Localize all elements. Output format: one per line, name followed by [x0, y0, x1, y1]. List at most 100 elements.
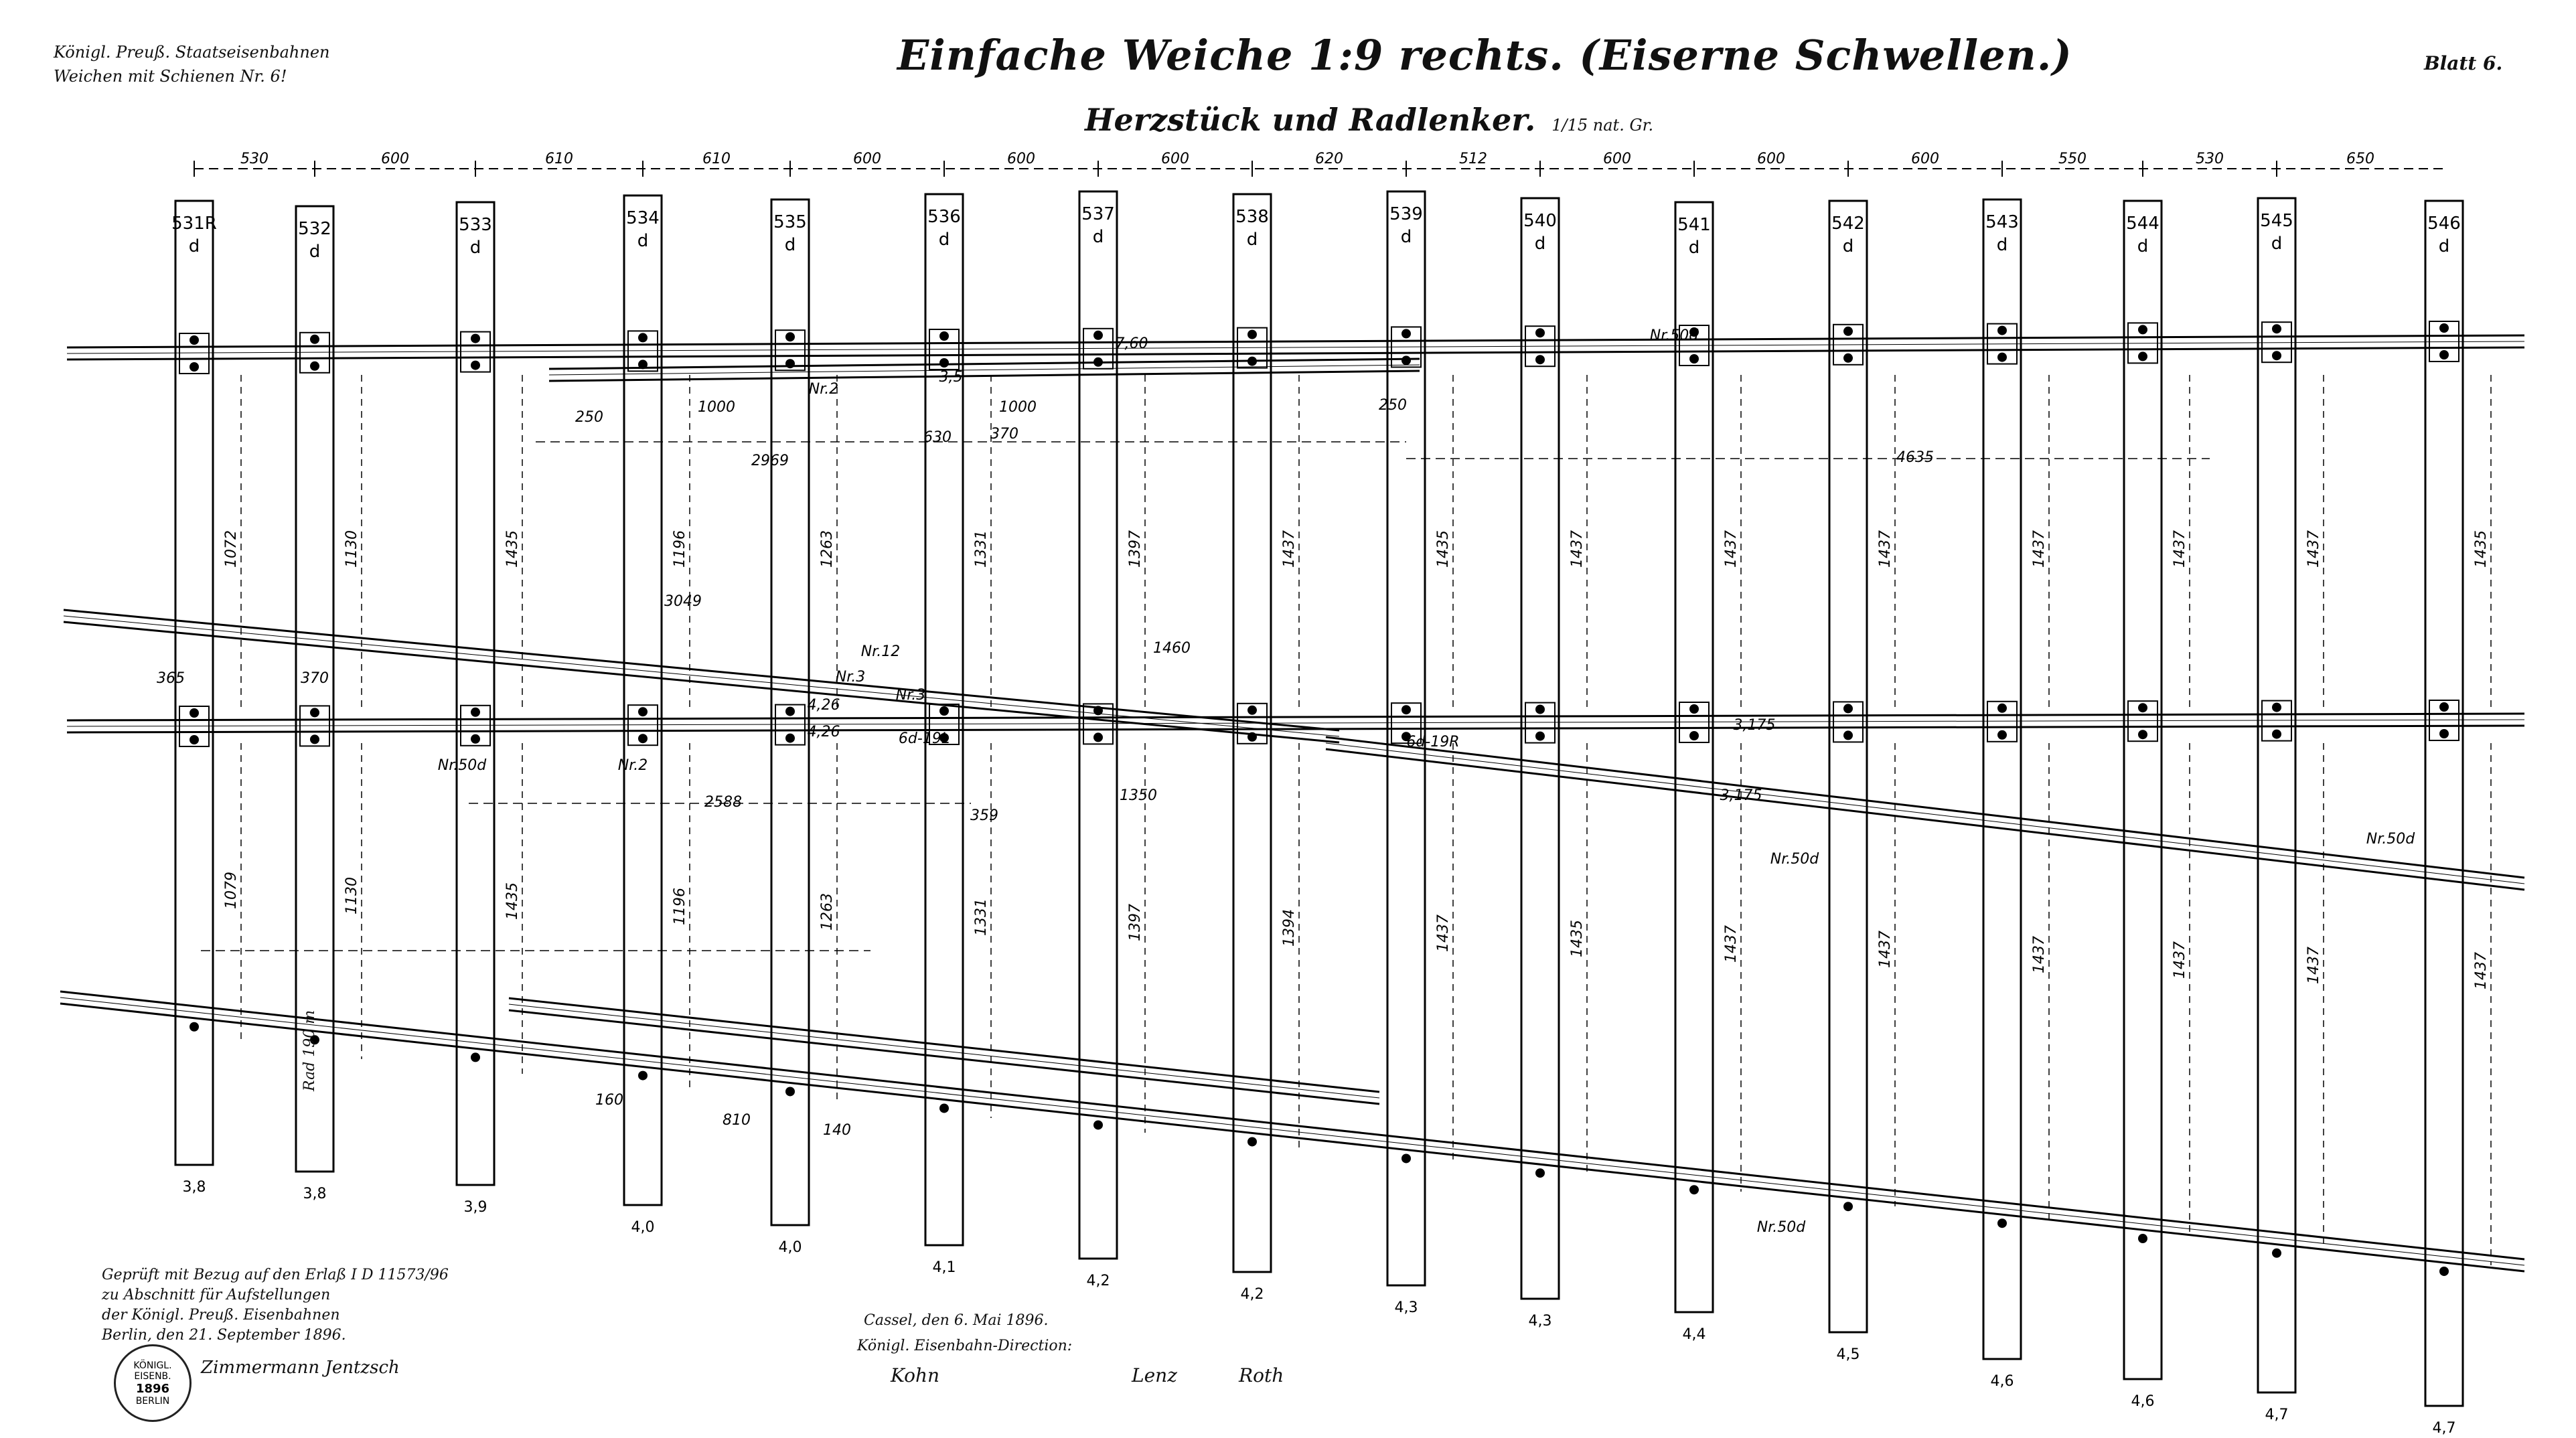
- sleeper-weight: 4,3: [1529, 1313, 1552, 1330]
- bolt: [1535, 328, 1545, 338]
- sleeper-type: d: [1843, 236, 1854, 256]
- plan-dimension: 2588: [704, 794, 742, 811]
- bolt: [785, 733, 795, 743]
- gauge-value-upper: 1263: [819, 530, 836, 568]
- gauge-value-upper: 1437: [1877, 530, 1894, 568]
- sleeper-number: 542: [1831, 214, 1865, 234]
- sleeper-number: 541: [1677, 215, 1711, 235]
- sleeper-number: 538: [1235, 207, 1269, 227]
- bolt: [2272, 351, 2281, 361]
- turnout-rail-lower-edge: [60, 990, 2525, 1261]
- bolt: [1689, 327, 1699, 337]
- rails: [60, 321, 2525, 1276]
- fastening-mark: Nr.50d: [438, 757, 487, 774]
- plan-dimension: 160: [595, 1092, 623, 1109]
- plan-dimension: 2969: [751, 453, 789, 469]
- bolt: [1843, 730, 1853, 740]
- spacing-value: 650: [2346, 151, 2374, 167]
- bolt: [1093, 357, 1103, 367]
- approval-line: der Königl. Preuß. Eisenbahnen: [102, 1307, 340, 1324]
- rail-plate: [1237, 327, 1268, 369]
- drawing-subtitle: Herzstück und Radlenker. 1/15 nat. Gr.: [1085, 102, 1653, 138]
- bolt: [1247, 705, 1257, 715]
- rail-plate: [2127, 700, 2158, 742]
- fastening-mark: Nr.2: [809, 381, 838, 398]
- plan-dimension: 3,175: [1734, 717, 1776, 734]
- wing-rail-upper-edge: [548, 357, 1420, 370]
- sleeper-number: 544: [2126, 214, 2160, 234]
- sleeper-weight: 3,9: [464, 1199, 487, 1216]
- plan-dimension: 1460: [1153, 640, 1191, 657]
- main-rail-upper-edge: [66, 334, 2525, 349]
- bolt: [310, 361, 319, 371]
- sleeper-weight: 4,6: [1991, 1373, 2014, 1390]
- stamp-line: BERLIN: [135, 1395, 170, 1407]
- bolt: [2272, 1248, 2281, 1258]
- sleeper-weight: 4,4: [1683, 1326, 1706, 1343]
- fastening-mark: Nr.12: [861, 643, 900, 660]
- plan-dimension: 1350: [1120, 787, 1157, 804]
- sleeper-type: d: [309, 242, 321, 262]
- bolt: [1401, 705, 1411, 715]
- bolt: [1093, 330, 1103, 340]
- sleeper-weight: 4,3: [1395, 1299, 1418, 1316]
- sleeper-type: d: [2439, 236, 2450, 256]
- rail-plate: [2261, 700, 2292, 742]
- gauge-value-lower: 1397: [1127, 904, 1144, 941]
- gauge-value-upper: 1196: [672, 530, 688, 568]
- rail-plate: [2429, 321, 2459, 362]
- plan-dimension: 630: [923, 429, 952, 446]
- sleeper: [1828, 199, 1868, 1334]
- rail-plate: [1391, 326, 1422, 368]
- rail-plate: [299, 331, 330, 374]
- sleeper-number: 532: [298, 219, 331, 239]
- gauge-value-upper: 1072: [223, 530, 240, 568]
- bolt: [638, 734, 648, 744]
- gauge-value-upper: 1437: [1281, 530, 1298, 568]
- plan-dimension: 7,60: [1116, 335, 1148, 352]
- turnout-rail-lower-edge: [60, 1002, 2525, 1273]
- approval-line: Geprüft mit Bezug auf den Erlaß I D 1157…: [102, 1267, 449, 1283]
- bolt: [1401, 355, 1411, 366]
- sleeper: [2257, 197, 2297, 1394]
- signature-2: Lenz: [1132, 1364, 1177, 1386]
- bolt: [1689, 1185, 1699, 1195]
- plan-dimension: 810: [723, 1112, 751, 1129]
- gauge-value-lower: 1130: [344, 877, 360, 914]
- rail-plate: [627, 704, 658, 746]
- rail-plate: [1833, 323, 1864, 366]
- bolt: [190, 1022, 199, 1032]
- spacing-value: 530: [2196, 151, 2224, 167]
- turnout-rail-upper-web: [63, 615, 1340, 737]
- bolt: [310, 334, 319, 344]
- bolt: [939, 706, 949, 716]
- sleeper-weight: 4,7: [2433, 1420, 2456, 1437]
- sheet-number: Blatt 6.: [2424, 52, 2503, 74]
- bolt: [1997, 325, 2007, 335]
- plan-dimension: 3,175: [1720, 787, 1762, 804]
- bolt: [2138, 703, 2147, 713]
- rail-plate: [179, 706, 210, 747]
- bolt: [2138, 325, 2147, 335]
- sleeper-type: d: [637, 231, 649, 251]
- rail-plate: [1679, 325, 1710, 366]
- rail-plate: [1083, 703, 1114, 745]
- sleeper-number: 545: [2260, 211, 2293, 231]
- main-rail-upper-edge: [66, 346, 2525, 361]
- spacing-value: 550: [2058, 151, 2087, 167]
- rail-plate: [299, 705, 330, 747]
- bolt: [638, 707, 648, 717]
- bolt: [1843, 353, 1853, 363]
- fastening-mark: 6d-19L: [899, 730, 950, 747]
- place-date: Cassel, den 6. Mai 1896.: [864, 1312, 1049, 1329]
- spacing-value: 600: [1757, 151, 1785, 167]
- sleeper-type: d: [1093, 227, 1104, 247]
- bolt: [1535, 1168, 1545, 1178]
- sleeper-weight: 4,2: [1087, 1273, 1110, 1289]
- plan-dimension: 3049: [664, 593, 702, 610]
- bolt: [1093, 706, 1103, 716]
- sleeper-number: 543: [1985, 212, 2019, 232]
- sleeper: [1520, 197, 1560, 1300]
- gauge-value-lower: 1331: [973, 898, 990, 936]
- spacing-value: 600: [1603, 151, 1631, 167]
